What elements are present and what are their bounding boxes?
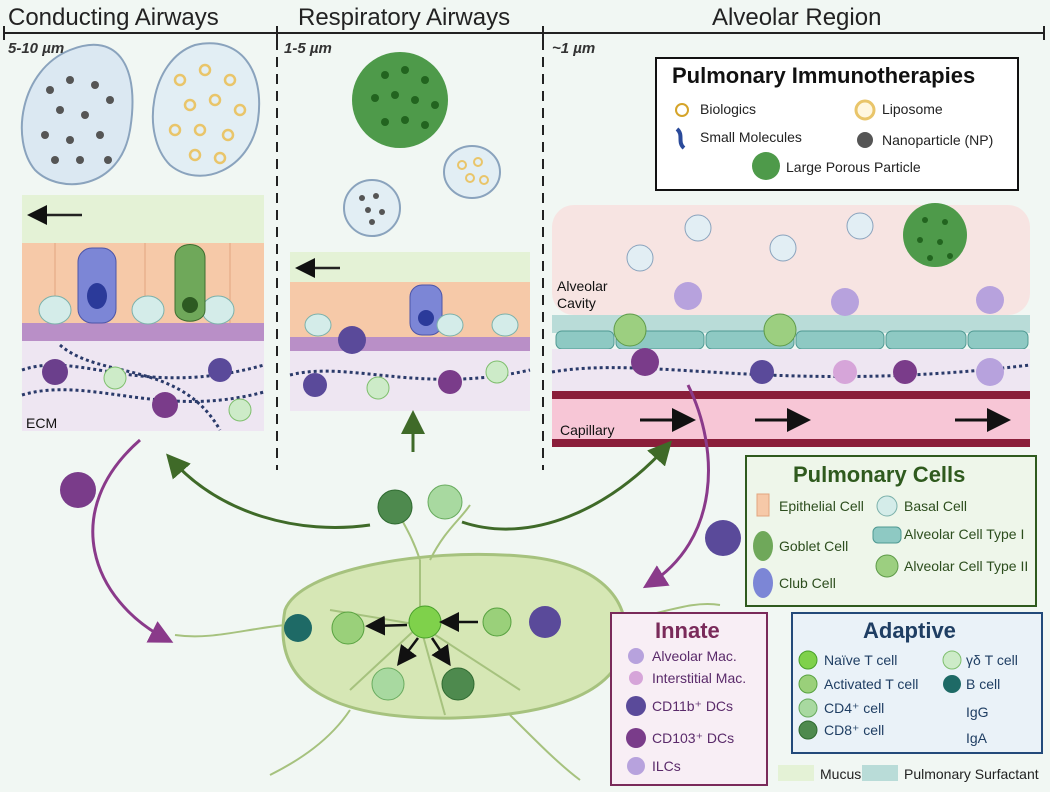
nanoparticle-vesicle-large xyxy=(20,43,134,186)
legend-gamma-delta-t-cell: γδ T cell xyxy=(966,652,1018,668)
innate-title: Innate xyxy=(655,618,720,643)
legend-biologics: Biologics xyxy=(700,101,757,117)
conducting-size-label: 5-10 µm xyxy=(8,40,65,57)
legend-iga: IgA xyxy=(966,730,988,746)
legend-cd4-cell: CD4⁺ cell xyxy=(824,700,885,716)
legend-pulmonary-surfactant: Pulmonary Surfactant xyxy=(904,766,1039,782)
legend-large-porous-particle: Large Porous Particle xyxy=(786,159,921,175)
legend-alveolar-type-1: Alveolar Cell Type I xyxy=(904,526,1025,542)
adaptive-title: Adaptive xyxy=(863,618,956,643)
legend-liposome: Liposome xyxy=(882,101,943,117)
liposome-vesicle-large xyxy=(151,42,261,177)
legend-goblet-cell: Goblet Cell xyxy=(779,538,849,554)
legend-club-cell: Club Cell xyxy=(779,575,836,591)
legend-alveolar-type-2: Alveolar Cell Type II xyxy=(904,558,1029,574)
legend-naive-t-cell: Naïve T cell xyxy=(824,652,898,668)
alveolar-cavity-label-line2: Cavity xyxy=(557,295,596,311)
legend-alveolar-mac: Alveolar Mac. xyxy=(652,648,737,664)
legend-cd103-dcs: CD103⁺ DCs xyxy=(652,730,735,746)
legend-basal-cell: Basal Cell xyxy=(904,498,968,514)
legend-igg: IgG xyxy=(966,704,989,720)
legend-small-molecules: Small Molecules xyxy=(700,129,802,145)
legend-interstitial-mac: Interstitial Mac. xyxy=(652,670,747,686)
legend-ilcs: ILCs xyxy=(652,758,681,774)
ecm-label: ECM xyxy=(26,415,58,431)
alveolar-region-title: Alveolar Region xyxy=(712,4,882,31)
legend-b-cell: B cell xyxy=(966,676,1001,692)
legend-cd8-cell: CD8⁺ cell xyxy=(824,722,885,738)
respiratory-size-label: 1-5 µm xyxy=(284,40,332,57)
alveolar-size-label: ~1 µm xyxy=(552,40,596,57)
legend-epithelial-cell: Epithelial Cell xyxy=(779,498,864,514)
legend-cd11b-dcs: CD11b⁺ DCs xyxy=(652,698,734,714)
legend-nanoparticle: Nanoparticle (NP) xyxy=(882,132,994,148)
conducting-airways-title: Conducting Airways xyxy=(8,4,219,31)
respiratory-airways-title: Respiratory Airways xyxy=(298,4,511,31)
alveolar-cavity-label-line1: Alveolar xyxy=(557,278,608,294)
pulmonary-cells-title: Pulmonary Cells xyxy=(793,462,966,487)
immunotherapies-title: Pulmonary Immunotherapies xyxy=(672,63,976,88)
legend-activated-t-cell: Activated T cell xyxy=(824,676,919,692)
capillary-label: Capillary xyxy=(560,422,615,438)
legend-mucus: Mucus xyxy=(820,766,862,782)
